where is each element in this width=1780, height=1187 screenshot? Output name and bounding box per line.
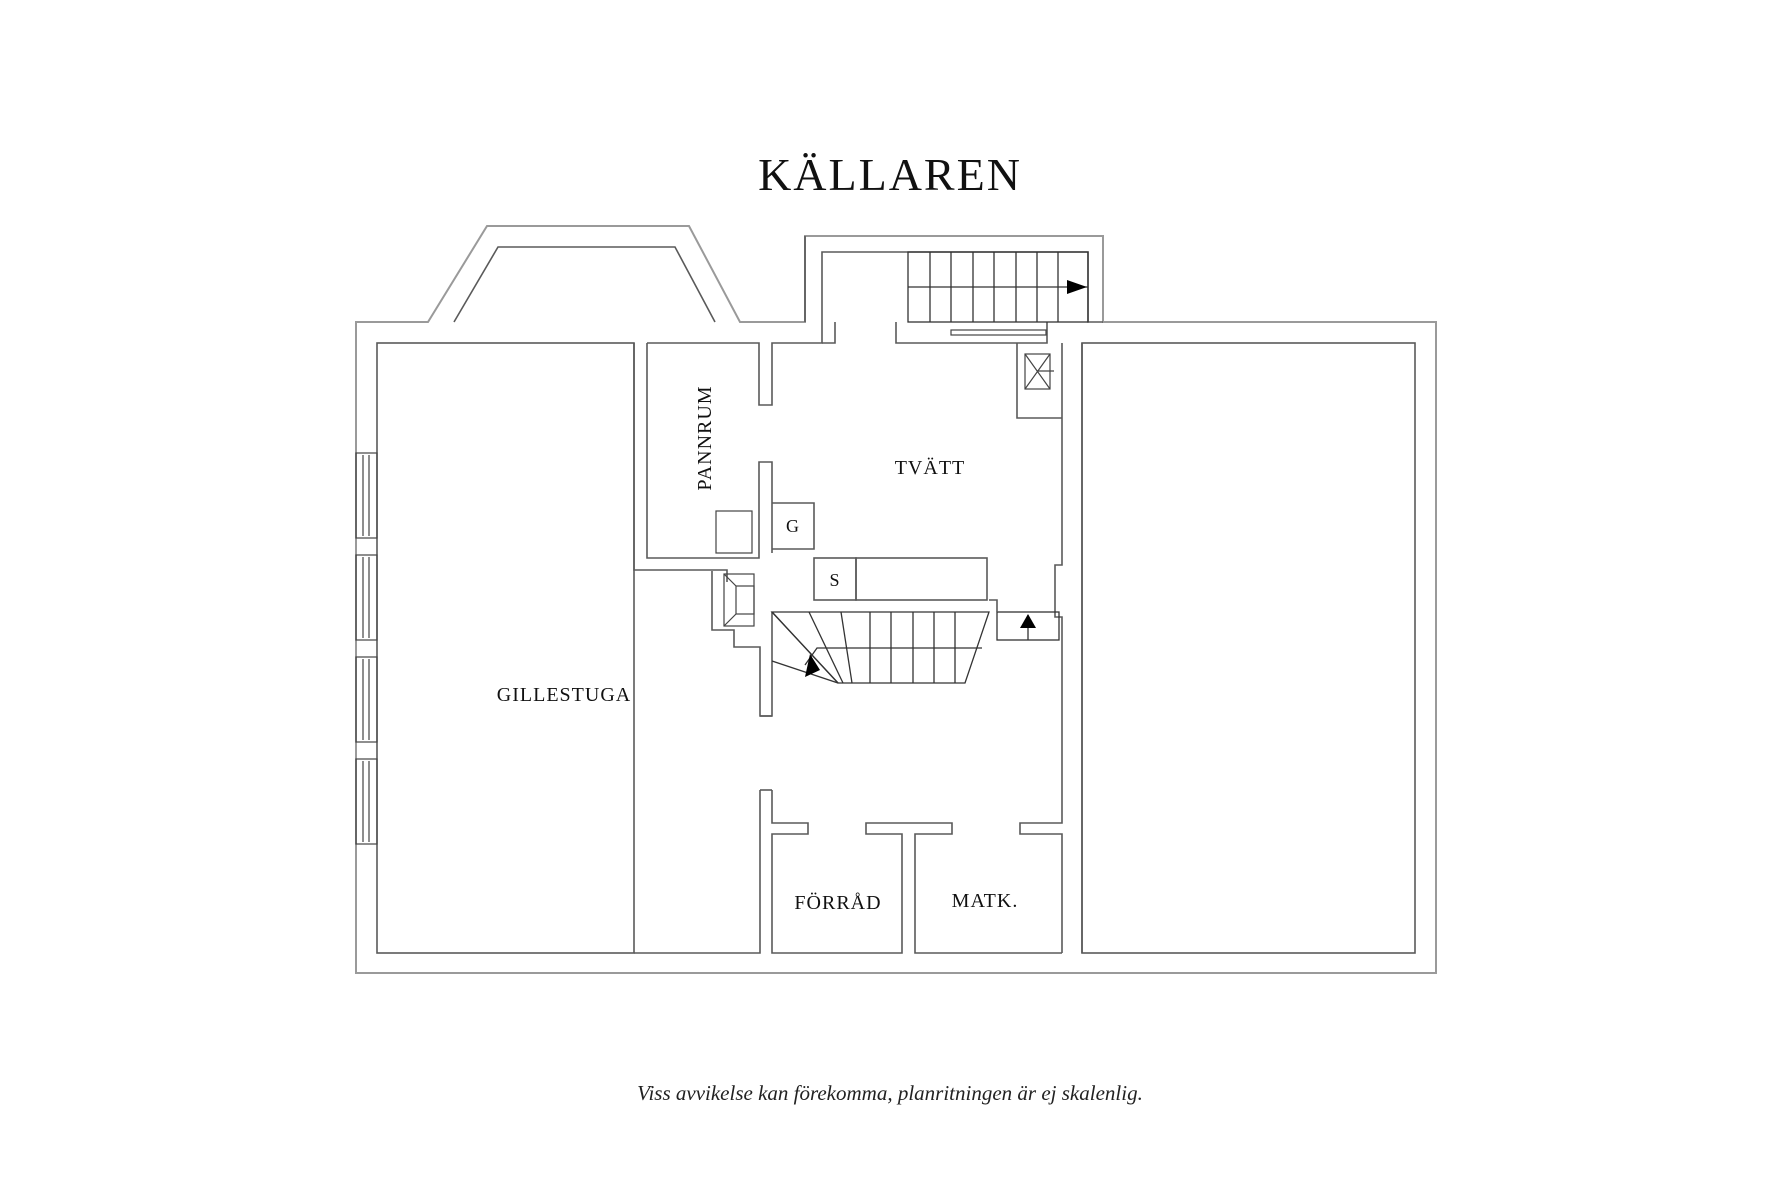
- fireplace-icon: [723, 573, 755, 627]
- label-pannrum: PANNRUM: [694, 385, 716, 490]
- stairs-north: [907, 251, 1089, 323]
- room-gillestuga-outline: [376, 342, 635, 954]
- floor-drain-icon: [1024, 353, 1054, 390]
- step-box: [996, 611, 1060, 641]
- bay-window: [453, 246, 716, 323]
- label-s: S: [829, 570, 840, 590]
- label-tvatt: TVÄTT: [895, 456, 966, 479]
- room-pannrum-outline: [646, 343, 773, 559]
- stairs-central: [770, 611, 990, 684]
- label-forrad: FÖRRÅD: [794, 891, 881, 914]
- windows-west: [355, 452, 378, 845]
- label-matk: MATK.: [952, 890, 1019, 912]
- stairs-down-arrow-icon: [805, 654, 820, 677]
- door-sill: [950, 329, 1047, 336]
- boiler-box: [715, 510, 753, 554]
- counter: [855, 557, 988, 601]
- stairs-up-arrow-icon: [1067, 280, 1087, 294]
- plan-title: KÄLLAREN: [758, 149, 1022, 200]
- label-g: G: [786, 516, 800, 536]
- step-up-arrow-icon: [1020, 614, 1036, 628]
- label-gillestuga: GILLESTUGA: [497, 684, 631, 706]
- disclaimer-footnote: Viss avvikelse kan förekomma, planritnin…: [637, 1081, 1143, 1105]
